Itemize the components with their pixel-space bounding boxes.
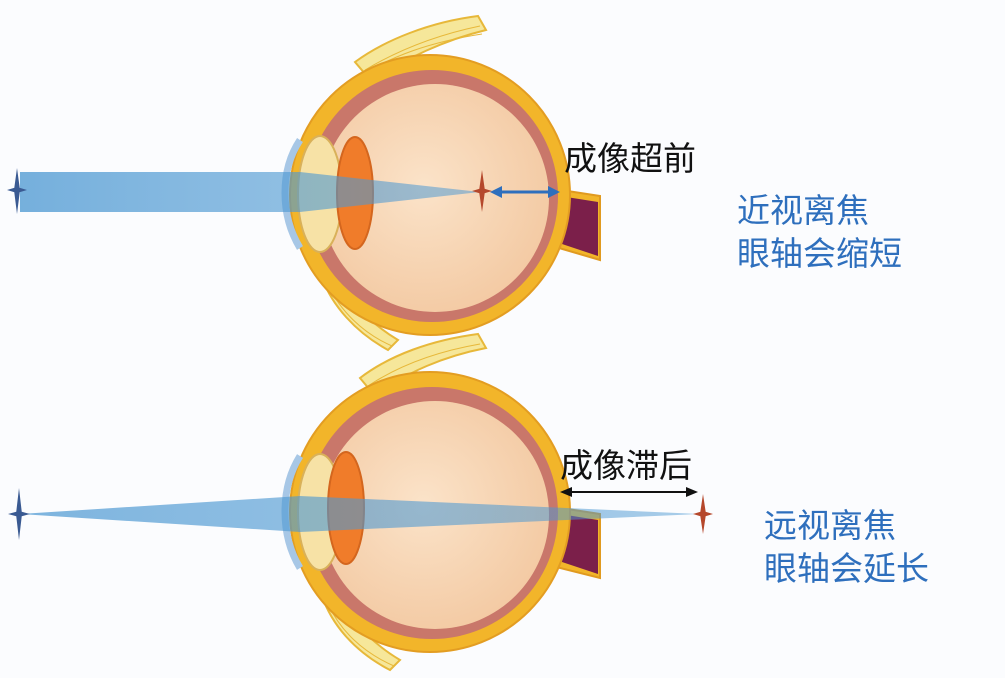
top-description-line-2: 眼轴会缩短 bbox=[737, 233, 902, 273]
top-distance-arrow bbox=[490, 186, 560, 198]
top-description-line-1: 近视离焦 bbox=[737, 191, 869, 230]
bottom-annotation: 成像滞后 bbox=[560, 446, 692, 485]
bottom-description-line-2: 眼轴会延长 bbox=[764, 548, 929, 588]
bottom-description-line-1: 远视离焦 bbox=[764, 506, 896, 545]
bottom-light-beam bbox=[20, 496, 700, 532]
top-focus-star-icon bbox=[472, 170, 492, 212]
top-source-star-icon bbox=[7, 168, 27, 214]
bottom-source-star-icon bbox=[8, 488, 30, 540]
top-eye bbox=[7, 14, 601, 352]
bottom-eye bbox=[8, 332, 713, 672]
bottom-distance-arrow bbox=[560, 487, 698, 497]
top-description: 近视离焦 眼轴会缩短 bbox=[737, 190, 902, 276]
bottom-focus-star-icon bbox=[693, 494, 713, 534]
top-annotation: 成像超前 bbox=[564, 139, 696, 178]
top-light-beam bbox=[20, 172, 480, 212]
bottom-description: 远视离焦 眼轴会延长 bbox=[764, 505, 929, 591]
top-vitreous bbox=[321, 84, 549, 312]
